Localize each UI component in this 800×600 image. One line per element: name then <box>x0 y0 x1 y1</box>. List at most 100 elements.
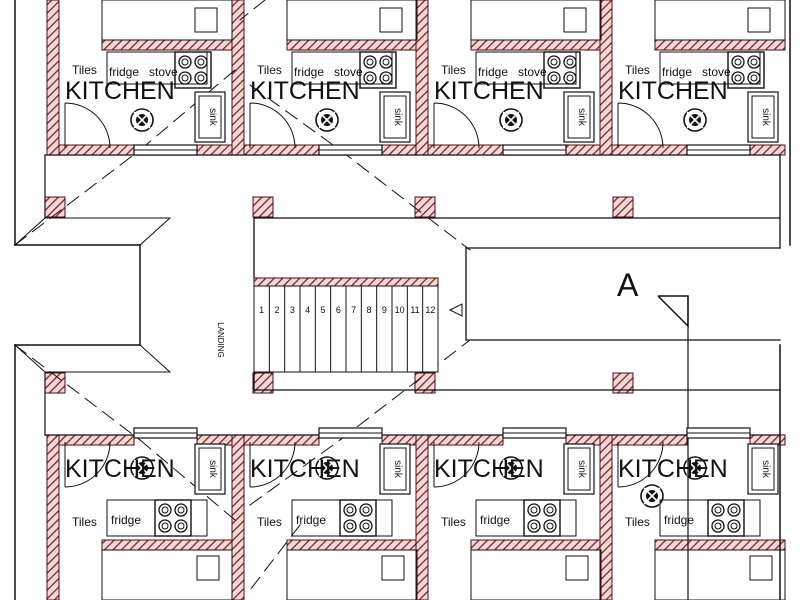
wall <box>243 144 320 156</box>
sink-bowl <box>751 447 775 491</box>
plan-line <box>14 149 141 246</box>
hob-burner-inner <box>566 74 574 82</box>
hob-burner-inner <box>366 58 374 66</box>
stair-step-number: 11 <box>410 305 419 315</box>
stair-step-number: 12 <box>425 305 435 315</box>
room-above <box>470 0 602 41</box>
hob-burner-inner <box>550 74 558 82</box>
fridge-label: fridge <box>662 65 692 79</box>
sink-label: sink <box>576 108 587 127</box>
light-fixture-cross <box>318 111 336 129</box>
wall <box>470 539 602 551</box>
light-fixture-icon <box>130 108 154 132</box>
sink-label: sink <box>392 460 403 479</box>
door-swing-icon <box>249 441 296 488</box>
counter <box>106 51 208 85</box>
stair-step-number: 3 <box>290 305 295 315</box>
stair-step-number: 6 <box>336 305 341 315</box>
wall <box>749 144 786 156</box>
light-fixture-icon <box>640 484 664 508</box>
wall <box>414 196 436 218</box>
plan-line <box>339 339 471 441</box>
fixture-box <box>563 7 587 33</box>
sink-label: sink <box>207 460 218 479</box>
fridge-label: fridge <box>480 513 510 527</box>
light-fixture-ring <box>499 108 523 132</box>
hob-burner <box>359 519 373 533</box>
kitchen-label: KITCHEN <box>618 455 728 483</box>
hob-icon <box>154 499 192 537</box>
light-fixture-cross <box>686 459 704 477</box>
sink-bowl <box>751 95 775 139</box>
kitchen-label: KITCHEN <box>65 455 175 483</box>
wall <box>58 434 135 446</box>
fixture-box <box>194 7 218 33</box>
hob-burner <box>543 519 557 533</box>
sink-icon: sink <box>563 91 595 143</box>
counter <box>291 499 393 537</box>
wall <box>231 0 245 156</box>
light-fixture-ring <box>315 108 339 132</box>
hob-burner-inner <box>346 522 354 530</box>
plan-line <box>139 217 171 246</box>
hob-icon <box>543 51 581 89</box>
sink-label: sink <box>576 460 587 479</box>
sink-label: sink <box>392 108 403 127</box>
tiles-label: Tiles <box>625 63 650 77</box>
hob-burner-inner <box>750 74 758 82</box>
stove-label: stove <box>149 65 178 79</box>
light-fixture-icon <box>499 108 523 132</box>
light-fixture-cross <box>502 111 520 129</box>
plan-line <box>139 344 171 373</box>
hob-icon <box>727 51 765 89</box>
hob-burner <box>359 503 373 517</box>
wall <box>286 539 418 551</box>
kitchen-label: KITCHEN <box>434 455 544 483</box>
hob-burner-inner <box>566 58 574 66</box>
fridge-label: fridge <box>478 65 508 79</box>
hob-burner <box>527 519 541 533</box>
light-fixture-ring <box>130 108 154 132</box>
stair-step-number: 10 <box>395 305 405 315</box>
tiles-label: Tiles <box>441 63 466 77</box>
hob-burner-inner <box>181 58 189 66</box>
door-swing-icon <box>249 102 296 149</box>
light-fixture-cross <box>133 111 151 129</box>
plan-line <box>14 344 46 373</box>
hob-burner <box>174 503 188 517</box>
wall <box>427 434 504 446</box>
section-marker-label: A <box>617 267 639 303</box>
plan-line <box>249 84 341 151</box>
hob-burner-inner <box>362 522 370 530</box>
fixture-box <box>747 7 771 33</box>
hob-burner-inner <box>197 74 205 82</box>
hob-burner <box>727 503 741 517</box>
counter <box>475 51 577 85</box>
plan-line <box>14 217 46 246</box>
kitchen-label: KITCHEN <box>250 455 360 483</box>
stair-step-number: 2 <box>274 305 279 315</box>
hob-icon <box>523 499 561 537</box>
wall <box>196 144 233 156</box>
light-fixture-icon <box>315 108 339 132</box>
light-fixture-cross <box>686 111 704 129</box>
light-fixture-ring <box>640 484 664 508</box>
door-swing-icon <box>617 441 664 488</box>
sink-bowl <box>383 95 407 139</box>
tiles-label: Tiles <box>72 515 97 529</box>
room-above <box>286 0 418 41</box>
hob-burner-inner <box>382 74 390 82</box>
hob-burner-inner <box>750 58 758 66</box>
sink-label: sink <box>207 108 218 127</box>
stair-step-number: 5 <box>320 305 325 315</box>
hob-burner <box>343 503 357 517</box>
stair-wall <box>253 277 439 287</box>
light-fixture-icon <box>499 456 523 480</box>
light-fixture-cross <box>643 487 661 505</box>
hob-burner-inner <box>197 58 205 66</box>
